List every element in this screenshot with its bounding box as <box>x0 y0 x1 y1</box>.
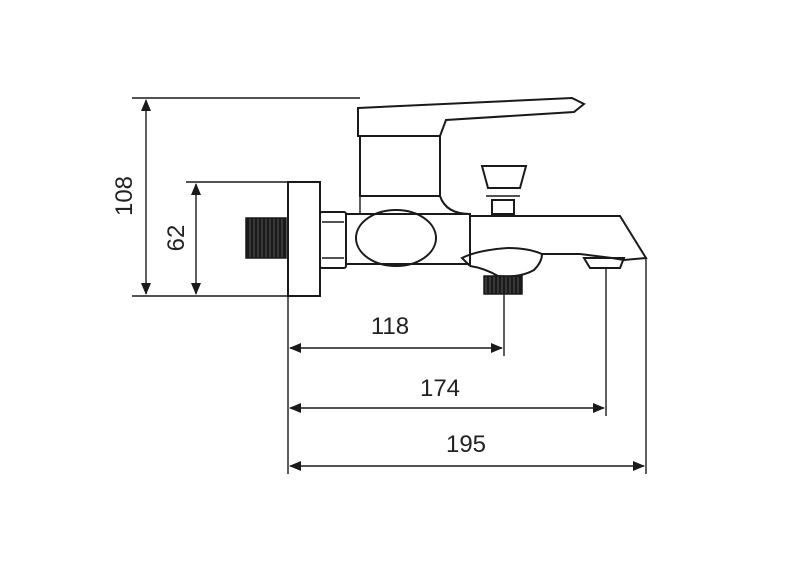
spout <box>460 215 648 267</box>
main-body <box>345 213 471 265</box>
label-174: 174 <box>420 375 460 402</box>
label-62: 62 <box>163 225 190 252</box>
diverter-knob <box>480 165 528 189</box>
wall-flange <box>287 181 321 297</box>
label-118: 118 <box>371 313 409 340</box>
label-108: 108 <box>111 176 138 216</box>
shower-outlet-thread <box>483 275 523 295</box>
dimension-lines <box>141 99 645 471</box>
connector-nut <box>319 211 347 269</box>
cartridge-oval <box>355 209 437 267</box>
extension-lines <box>132 97 647 474</box>
threaded-inlet <box>245 217 287 259</box>
dimension-labels: 108 62 118 174 195 <box>111 176 486 458</box>
faucet-outline <box>245 96 648 297</box>
label-195: 195 <box>446 431 486 458</box>
handle-base <box>359 136 441 197</box>
handle-lever <box>357 96 586 137</box>
aerator <box>582 257 626 269</box>
